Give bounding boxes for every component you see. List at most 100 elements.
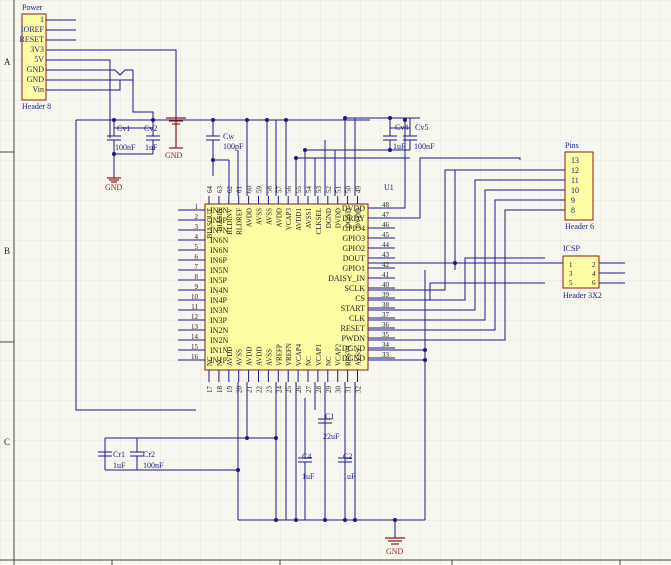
capacitor-c1[interactable]	[318, 410, 332, 432]
power-header-body[interactable]	[21, 13, 47, 101]
capacitor-cw[interactable]	[206, 128, 220, 150]
chip-top-pin-label: VCAP3	[285, 208, 293, 231]
chip-top-pin-label: DVDD	[355, 208, 363, 228]
chip-left-pin-number: 12	[191, 313, 199, 321]
capacitor-cv2[interactable]	[146, 128, 160, 154]
zone-label-a: A	[4, 57, 11, 67]
chip-top-pin-number: 62	[226, 186, 234, 194]
power-pin-label: GND	[27, 65, 45, 74]
icsp-pin-5: 5	[569, 279, 573, 287]
chip-right-pin-number: 48	[382, 201, 390, 209]
power-pin-label: 3V3	[30, 45, 44, 54]
cv5-value: 100nF	[414, 142, 435, 151]
chip-left-pin-number: 3	[195, 223, 199, 231]
icsp-pin-6: 6	[592, 279, 596, 287]
chip-top-pin-label: DGND	[325, 208, 333, 228]
chip-top-pin-number: 52	[325, 186, 333, 194]
chip-left-pin-label: IN2N	[210, 336, 228, 345]
chip-bottom-pin-label: AVDD	[226, 347, 234, 366]
icsp-header-body[interactable]	[562, 255, 600, 289]
chip-top-pin-label: RLDREF	[236, 208, 244, 235]
chip-right-pin-label: DAISY_IN	[328, 274, 365, 283]
chip-right-pin-label: SCLK	[345, 284, 366, 293]
chip-left-pin-label: IN1P	[210, 356, 227, 365]
chip-top-pin-number: 57	[275, 186, 283, 194]
chip-right-pin-number: 37	[382, 311, 390, 319]
chip-bottom-pin-label: VREFP	[275, 344, 283, 366]
chip-right-pin-label: DOUT	[343, 254, 365, 263]
chip-top-pin-number: 56	[285, 186, 293, 194]
capacitor-cv5[interactable]	[403, 128, 417, 150]
chip-top-pin-label: DGND	[345, 208, 353, 228]
wires	[46, 19, 625, 538]
zone-label-b: B	[4, 246, 10, 256]
chip-left-pin-label: IN2N	[210, 326, 228, 335]
chip-right-pin-number: 36	[382, 321, 390, 329]
c2-ref: C2	[343, 452, 352, 461]
pins-header-name: Header 6	[565, 222, 594, 231]
chip-right-pin-number: 46	[382, 221, 390, 229]
chip-left-pin-number: 10	[191, 293, 199, 301]
capacitor-cv4[interactable]	[383, 128, 397, 150]
chip-bottom-pin-label: RESV1	[345, 344, 353, 366]
chip-u1-body[interactable]	[204, 203, 369, 371]
chip-left-pin-number: 1	[195, 203, 199, 211]
capacitor-cv1[interactable]	[107, 128, 121, 154]
capacitor-c2[interactable]	[338, 448, 352, 470]
chip-bottom-pin-label: VCAP2	[335, 343, 343, 366]
chip-top-pin-label: BIASOUT	[206, 207, 214, 238]
chip-right-pin-number: 35	[382, 331, 390, 339]
chip-top-pin-number: 59	[256, 186, 264, 194]
chip-left-pin-label: IN6P	[210, 256, 227, 265]
cv4-ref: Cv4	[395, 123, 408, 132]
chip-right-pin-number: 39	[382, 291, 390, 299]
chip-left-pin-number: 11	[191, 303, 198, 311]
chip-right-pin-label: GPIO3	[342, 234, 365, 243]
chip-bottom-pin-number: 17	[206, 386, 214, 394]
chip-right-pin-label: DGND	[342, 354, 365, 363]
chip-right-pin-number: 43	[382, 251, 390, 259]
power-pin-label: 5V	[34, 55, 44, 64]
chip-left-pin-number: 9	[195, 283, 199, 291]
gnd-label-1: GND	[105, 183, 123, 192]
pins-header-pin-label: 8	[571, 206, 575, 215]
ground-symbol-1	[107, 176, 121, 183]
chip-right-pin-label: DGND	[342, 344, 365, 353]
chip-left-pin-label: IN3P	[210, 316, 227, 325]
power-pin-label: RESET	[20, 35, 45, 44]
capacitor-cr1[interactable]	[98, 451, 112, 457]
chip-bottom-pin-number: 20	[236, 386, 244, 394]
pins-header-pin-label: 12	[571, 166, 579, 175]
chip-left-pin-label: IN6N	[210, 246, 228, 255]
icsp-header-title: ICSP	[563, 244, 580, 253]
cv1-ref: Cv1	[117, 124, 130, 133]
chip-right-pin-label: GPIO1	[342, 264, 365, 273]
chip-left-pin-label: IN7N	[210, 226, 228, 235]
pins-header-body[interactable]	[564, 151, 594, 221]
capacitor-cr2[interactable]	[130, 438, 144, 470]
chip-right-pin-number: 47	[382, 211, 390, 219]
cv2-value: 1uF	[145, 143, 158, 152]
icsp-header[interactable]: ICSP Header 3X2 1 2 3 4 5 6	[562, 244, 602, 300]
chip-bottom-pin-number: 28	[315, 386, 323, 394]
gnd-label-2: GND	[165, 151, 183, 160]
chip-bottom-pin-number: 27	[305, 386, 313, 394]
power-pin-label: 1	[40, 15, 44, 24]
ground-symbol-2	[166, 117, 186, 149]
chip-left-pin-number: 7	[195, 263, 199, 271]
capacitor-c4[interactable]	[298, 448, 312, 470]
cw-ref: Cw	[223, 132, 234, 141]
chip-right-pin-number: 33	[382, 351, 390, 359]
chip-right-pin-number: 45	[382, 231, 390, 239]
chip-bottom-pin-label: AVDD	[256, 347, 264, 366]
chip-bottom-pin-label: VCAP1	[315, 343, 323, 366]
junction-dots	[112, 116, 457, 522]
cv1-value: 100nF	[115, 143, 136, 152]
chip-right-pin-label: CS	[355, 294, 365, 303]
chip-right-pin-number: 41	[382, 271, 390, 279]
chip-left-pin-number: 5	[195, 243, 199, 251]
